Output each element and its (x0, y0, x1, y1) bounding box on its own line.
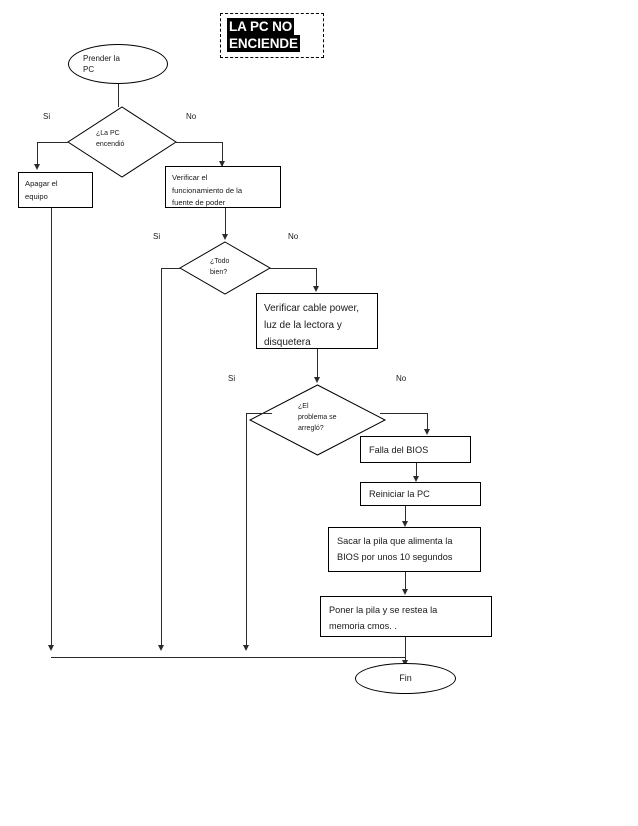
edge-decision2-yes-vertical (161, 268, 162, 649)
edge-decision2-no-horizontal (269, 268, 317, 269)
node-start-text: Prender la PC (69, 53, 167, 75)
node-process-apagar-el-equipo: Apagar el equipo (18, 172, 93, 208)
node-verificar-cable-line-2: luz de la lectora y (264, 320, 342, 331)
edge-apagar-to-end-vertical (51, 208, 52, 649)
edge-sacar-to-poner-pila (405, 572, 406, 591)
node-verificar-fuente-line-3: fuente de poder (172, 198, 226, 208)
node-verificar-fuente-line-2: funcionamiento de la (172, 185, 243, 195)
edge-falla-to-reiniciar-arrow (412, 476, 419, 482)
edge-decision2-yes-horizontal (161, 268, 181, 269)
edge-cable-to-decision3-arrow (313, 377, 320, 383)
edge-falla-to-reiniciar (416, 463, 417, 478)
node-sacar-pila-line-2: BIOS por unos 10 segundos (337, 552, 453, 562)
edge-decision3-yes-vertical (246, 413, 247, 649)
edge-decision1-yes-arrow (33, 164, 40, 170)
edge-sacar-to-poner-pila-arrow (401, 589, 408, 595)
diamond-shape-2 (179, 241, 271, 295)
edge-decision1-no-arrow (218, 161, 225, 167)
edge-bottom-bus (51, 657, 405, 658)
node-start-prender-la-pc: Prender la PC (68, 44, 168, 84)
edge-decision1-no-horizontal (175, 142, 223, 143)
edge-decision2-no-arrow (312, 286, 319, 292)
node-poner-pila-line-2: memoria cmos. . (329, 621, 397, 631)
edge-reiniciar-to-sacar-pila (405, 506, 406, 524)
edge-start-to-decision1 (118, 84, 119, 107)
branch-label-decision3-no: No (396, 374, 407, 383)
edge-fuente-to-decision2 (225, 208, 226, 236)
edge-decision3-no-arrow (423, 429, 430, 435)
branch-label-decision3-yes: Si (228, 374, 236, 383)
node-falla-bios-text: Falla del BIOS (369, 444, 429, 455)
node-verificar-cable-line-1: Verificar cable power, (264, 303, 360, 314)
node-process-poner-la-pila: Poner la pila y se restea la memoria cmo… (320, 596, 492, 637)
node-process-falla-del-bios: Falla del BIOS (360, 436, 471, 463)
edge-decision2-no-vertical (316, 268, 317, 290)
edge-decision3-no-horizontal (380, 413, 428, 414)
diagram-title-line-2: ENCIENDE (227, 35, 300, 52)
branch-label-decision2-yes: Si (153, 232, 161, 241)
branch-label-decision1-yes: Si (43, 112, 51, 121)
edge-decision1-no-vertical (222, 142, 223, 166)
edge-poner-pila-to-end (405, 637, 406, 657)
edge-decision3-yes-horizontal (246, 413, 272, 414)
node-process-verificar-cable-power: Verificar cable power, luz de la lectora… (256, 293, 378, 349)
edge-decision2-yes-arrow (157, 645, 164, 651)
edge-reiniciar-to-sacar-pila-arrow (401, 521, 408, 527)
node-verificar-cable-line-3: disquetera (264, 337, 311, 348)
edge-decision1-yes-vertical (37, 142, 38, 166)
node-end-text: Fin (399, 673, 412, 683)
node-decision-la-pc-encendio: ¿La PC encendió (67, 106, 177, 178)
node-process-sacar-la-pila: Sacar la pila que alimenta la BIOS por u… (328, 527, 481, 572)
edge-decision3-yes-arrow (242, 645, 249, 651)
node-reiniciar-text: Reiniciar la PC (369, 489, 430, 499)
node-sacar-pila-line-1: Sacar la pila que alimenta la (337, 536, 453, 546)
edge-fuente-to-decision2-arrow (221, 234, 228, 240)
node-end-fin: Fin (355, 663, 456, 694)
node-process-reiniciar-la-pc: Reiniciar la PC (360, 482, 481, 506)
edge-cable-to-decision3 (317, 349, 318, 379)
edge-decision3-no-vertical (427, 413, 428, 433)
diagram-title-line-1: LA PC NO (227, 18, 295, 35)
branch-label-decision2-no: No (288, 232, 299, 241)
node-start-line-1: Prender la (83, 54, 120, 63)
branch-label-decision1-no: No (186, 112, 197, 121)
node-apagar-line-2: equipo (25, 191, 48, 201)
node-decision-todo-bien: ¿Todo bien? (179, 241, 271, 295)
edge-decision1-yes-horizontal (37, 142, 69, 143)
diamond-shape-3 (248, 384, 387, 456)
edge-apagar-to-end-arrow (47, 645, 54, 651)
diamond-shape-1 (67, 106, 177, 178)
node-poner-pila-line-1: Poner la pila y se restea la (329, 605, 438, 615)
diagram-title-box: LA PC NO ENCIENDE (220, 13, 324, 58)
node-start-line-2: PC (83, 65, 95, 74)
node-verificar-fuente-line-1: Verificar el (172, 173, 208, 182)
node-process-verificar-fuente: Verificar el funcionamiento de la fuente… (165, 166, 281, 208)
node-apagar-line-1: Apagar el (25, 179, 58, 188)
